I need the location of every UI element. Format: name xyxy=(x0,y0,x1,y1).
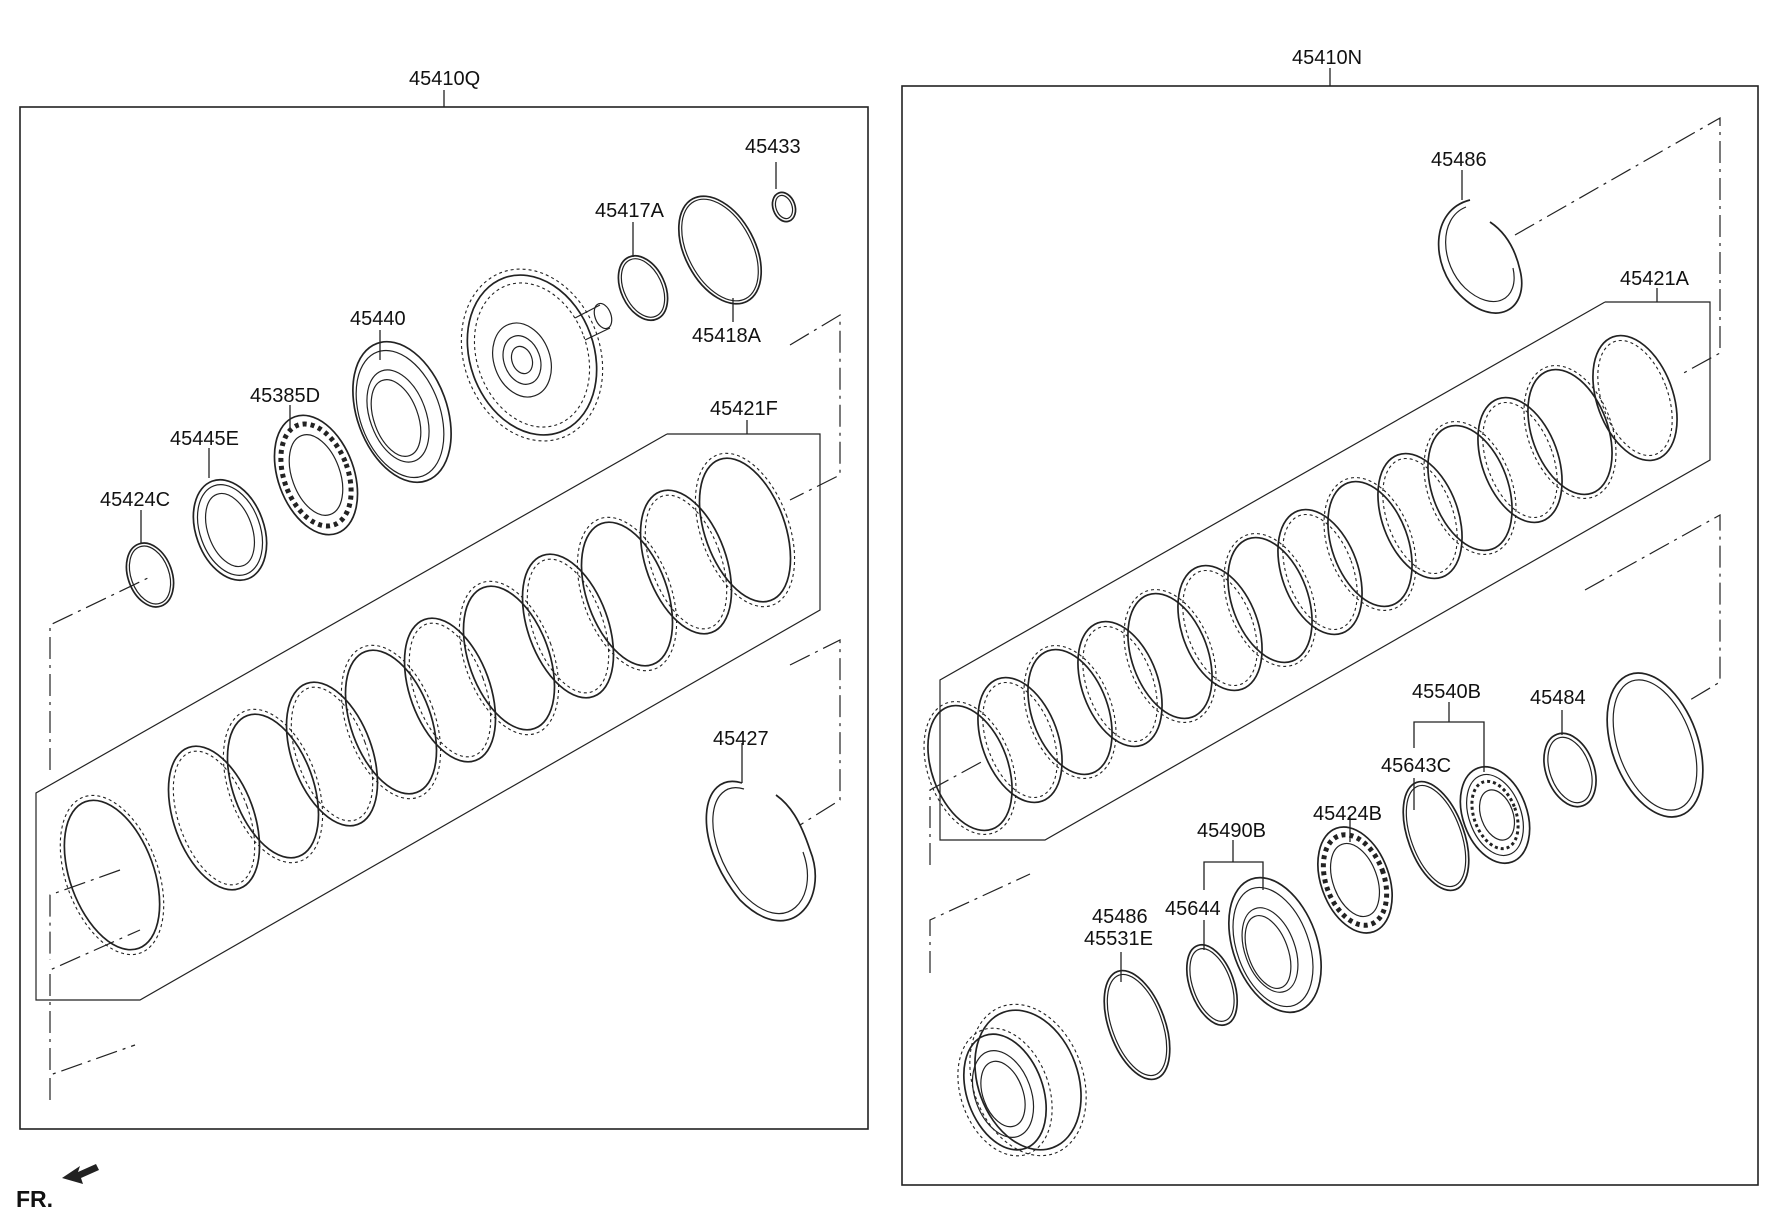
part-45440[interactable]: 45440 xyxy=(335,308,470,496)
part-label-45484[interactable]: 45484 xyxy=(1530,687,1586,709)
part-label-45385d[interactable]: 45385D xyxy=(250,385,320,407)
part-label-45490b[interactable]: 45490B xyxy=(1197,820,1266,842)
assembly-frame-right xyxy=(901,85,1759,1186)
part-label-45424b[interactable]: 45424B xyxy=(1313,803,1382,825)
part-45540b[interactable]: 45540B xyxy=(1412,681,1542,873)
clutch-plates-right xyxy=(923,334,1678,835)
assembly-45410n: 45410N 45486 45421A xyxy=(901,47,1759,1186)
phantom-lines-left xyxy=(49,313,841,1100)
part-45417a[interactable]: 45417A xyxy=(595,200,677,328)
part-label-45424c[interactable]: 45424C xyxy=(100,489,170,511)
part-45643c[interactable]: 45643C xyxy=(1381,755,1482,899)
part-label-45540b[interactable]: 45540B xyxy=(1412,681,1481,703)
front-indicator-label: FR. xyxy=(16,1186,53,1211)
part-label-45644[interactable]: 45644 xyxy=(1165,898,1221,920)
part-label-45433[interactable]: 45433 xyxy=(745,136,801,158)
part-label-45643c[interactable]: 45643C xyxy=(1381,755,1451,777)
thrust-washer-right xyxy=(1606,672,1704,818)
part-label-45421f[interactable]: 45421F xyxy=(710,398,778,420)
clutch-hub-bottom xyxy=(957,1003,1087,1157)
part-label-45440[interactable]: 45440 xyxy=(350,308,406,330)
front-indicator: FR. xyxy=(16,1164,99,1211)
part-label-45427[interactable]: 45427 xyxy=(713,728,769,750)
part-label-45421a[interactable]: 45421A xyxy=(1620,268,1690,290)
part-45644[interactable]: 45644 xyxy=(1165,898,1247,1032)
part-45484[interactable]: 45484 xyxy=(1530,687,1606,814)
part-45421a[interactable]: 45421A xyxy=(907,268,1711,847)
phantom-lines-right xyxy=(929,116,1721,973)
part-45445e[interactable]: 45445E xyxy=(170,428,280,590)
clutch-drum-hub xyxy=(460,268,613,442)
clutch-plates-left xyxy=(59,452,796,956)
part-45385d[interactable]: 45385D xyxy=(250,385,373,546)
part-label-45417a[interactable]: 45417A xyxy=(595,200,665,222)
assembly-45410q: 45410Q 45433 45418A xyxy=(19,68,869,1130)
assembly-frame-left xyxy=(19,106,869,1130)
assembly-label-45410q[interactable]: 45410Q xyxy=(409,68,480,90)
front-arrow-icon xyxy=(62,1164,99,1184)
assembly-label-45410n[interactable]: 45410N xyxy=(1292,47,1362,69)
part-label-45531e[interactable]: 45531E xyxy=(1084,928,1153,950)
part-label-45445e[interactable]: 45445E xyxy=(170,428,239,450)
part-45418a[interactable]: 45418A xyxy=(662,182,778,347)
part-label-45486-top[interactable]: 45486 xyxy=(1431,149,1487,171)
part-45486-top[interactable]: 45486 xyxy=(1431,149,1523,314)
part-45531e[interactable]: 45486 45531E xyxy=(1084,906,1183,1088)
part-label-45418a[interactable]: 45418A xyxy=(692,325,762,347)
part-45427[interactable]: 45427 xyxy=(705,728,816,922)
part-45421f[interactable]: 45421F xyxy=(35,398,821,1001)
part-45433[interactable]: 45433 xyxy=(745,136,801,225)
part-45490b[interactable]: 45490B xyxy=(1197,820,1338,1025)
part-label-45486-bottom[interactable]: 45486 xyxy=(1092,906,1148,928)
part-45424c[interactable]: 45424C xyxy=(100,489,182,614)
part-45424b[interactable]: 45424B xyxy=(1304,803,1406,943)
